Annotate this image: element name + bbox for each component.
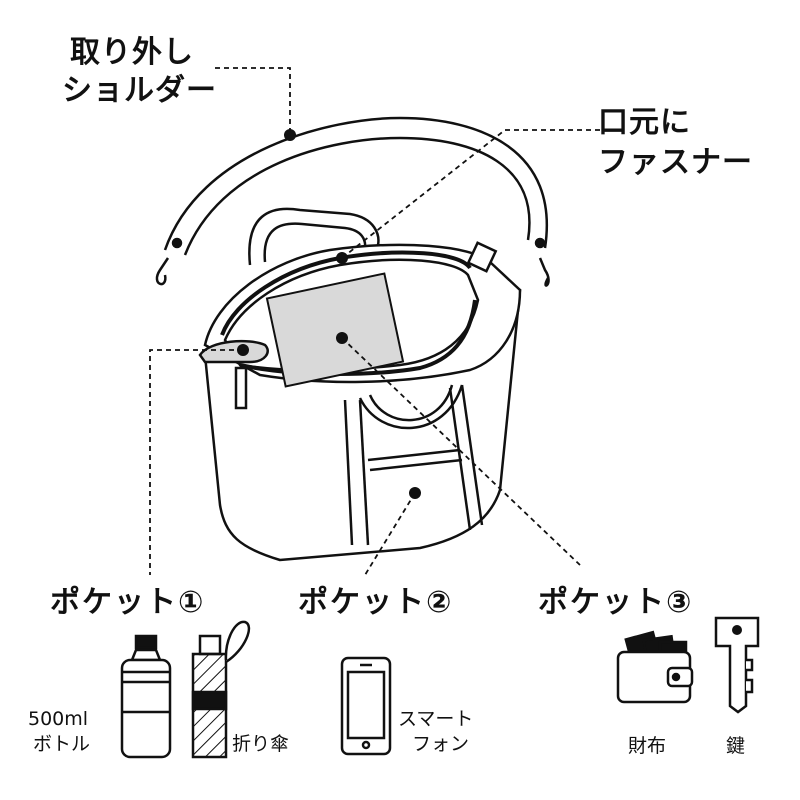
front-pocket bbox=[343, 384, 484, 546]
key-label: 鍵 bbox=[726, 735, 746, 757]
wallet-icon bbox=[616, 630, 694, 704]
shoulder-strap bbox=[155, 116, 550, 287]
bottle-icon bbox=[120, 634, 172, 759]
key-icon bbox=[714, 616, 760, 714]
bottle-label-line1: 500ml bbox=[28, 708, 89, 730]
shoulder-callout-line2: ショルダー bbox=[62, 73, 217, 108]
umbrella-icon bbox=[191, 620, 251, 759]
smartphone-icon bbox=[340, 656, 392, 756]
umbrella-label: 折り傘 bbox=[232, 733, 290, 755]
pocket-3-label: ポケット③ bbox=[538, 585, 694, 620]
zipper-callout-line1: 口元に bbox=[598, 105, 691, 140]
phone-label-line1: スマート bbox=[398, 708, 474, 730]
bottle-label-line2: ボトル bbox=[33, 733, 91, 755]
callout-lines bbox=[149, 67, 600, 576]
wallet-label: 財布 bbox=[628, 735, 667, 757]
phone-label-line2: フォン bbox=[412, 733, 470, 755]
side-pocket bbox=[198, 339, 269, 410]
zipper-pull bbox=[466, 241, 498, 273]
pocket-1-label: ポケット① bbox=[50, 585, 206, 620]
zipper-callout-line2: ファスナー bbox=[598, 145, 753, 180]
pocket-2-label: ポケット② bbox=[298, 585, 454, 620]
shoulder-callout-line1: 取り外し bbox=[70, 35, 194, 70]
inner-pocket-card bbox=[265, 272, 405, 388]
callout-dots bbox=[237, 129, 421, 499]
